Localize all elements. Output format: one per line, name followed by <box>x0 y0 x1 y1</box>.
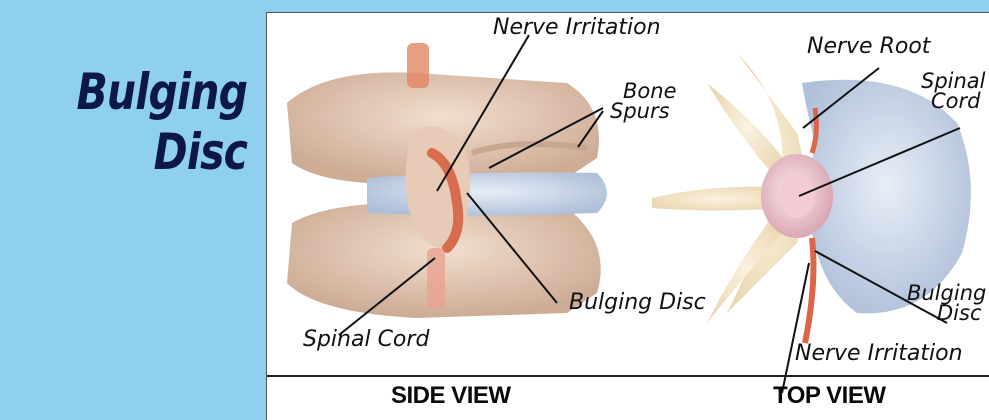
illustration-panel: Nerve Irritation Bone Spurs Bulging Disc… <box>266 12 989 420</box>
side-view-spine <box>287 43 607 318</box>
caption-side-view: SIDE VIEW <box>391 382 511 410</box>
title-line-2: Disc <box>76 122 247 182</box>
label-spinal-cord-top-line-2: Cord <box>931 91 980 111</box>
label-bulging-disc-top-line-2: Disc <box>937 303 982 323</box>
label-bulging-disc-side: Bulging Disc <box>569 291 706 315</box>
caption-top-view: TOP VIEW <box>773 382 885 410</box>
label-bone-spurs-line-1: Bone <box>623 81 676 101</box>
label-nerve-irritation-top: Nerve Irritation <box>795 342 963 366</box>
label-nerve-root: Nerve Root <box>807 35 930 59</box>
label-spinal-cord-side: Spinal Cord <box>303 328 429 352</box>
label-spinal-cord-top-line-1: Spinal <box>921 71 986 91</box>
label-bulging-disc-top-line-1: Bulging <box>907 283 986 303</box>
caption-divider <box>267 375 989 377</box>
label-bone-spurs-line-2: Spurs <box>610 101 670 121</box>
label-nerve-irritation-side: Nerve Irritation <box>493 16 661 40</box>
page-title: Bulging Disc <box>76 62 247 182</box>
title-line-1: Bulging <box>76 62 247 122</box>
